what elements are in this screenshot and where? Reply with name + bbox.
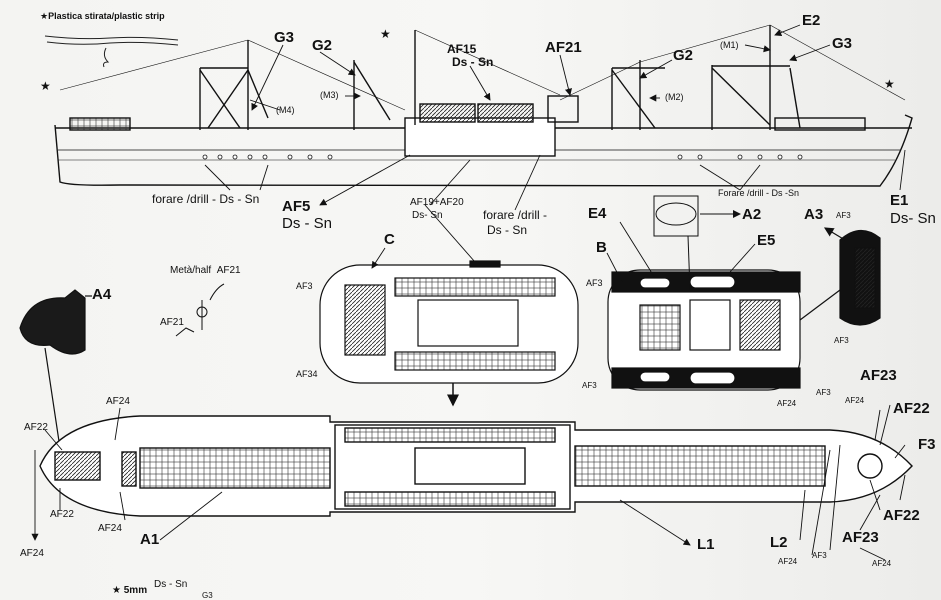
label-af24-bottom: AF24 xyxy=(98,523,122,534)
label-a4: A4 xyxy=(92,286,112,303)
deck-detail-c xyxy=(319,260,579,384)
label-af22-r-low: AF22 xyxy=(883,507,920,524)
label-af3-r2: AF3 xyxy=(812,551,827,560)
label-m1: (M1) xyxy=(720,40,739,50)
label-e4: E4 xyxy=(588,205,607,222)
star-mid: ★ xyxy=(380,27,391,41)
label-af24-r3: AF24 xyxy=(778,557,798,566)
label-af3-bottom-left: AF3 xyxy=(582,381,597,390)
side-view-hull xyxy=(54,24,913,187)
side-view-leaders xyxy=(204,24,906,211)
label-af3-left: AF3 xyxy=(296,281,313,291)
label-g3-left: G3 xyxy=(274,29,295,46)
label-m2: (M2) xyxy=(665,92,684,102)
star-left: ★ xyxy=(40,79,51,93)
plan-view-hull xyxy=(39,415,913,517)
label-af15-sub: Ds - Sn xyxy=(452,55,494,69)
label-af24-top: AF24 xyxy=(106,396,130,407)
label-af21-top: AF21 xyxy=(545,39,582,56)
label-af3-right: AF3 xyxy=(834,336,849,345)
label-af19: AF19+AF20 xyxy=(410,197,464,208)
a4-part xyxy=(19,289,92,449)
label-af21-small: AF21 xyxy=(160,317,184,328)
label-af3-top: AF3 xyxy=(836,211,851,220)
label-e1: E1 xyxy=(890,192,909,209)
label-b: B xyxy=(596,239,607,256)
label-af5: AF5 xyxy=(282,198,311,215)
label-f3: F3 xyxy=(918,436,936,453)
label-e5: E5 xyxy=(757,232,776,249)
label-e1-sub: Ds- Sn xyxy=(890,210,936,227)
label-drill-left: forare /drill - Ds - Sn xyxy=(152,192,260,206)
a2-detail xyxy=(653,195,741,291)
label-g2-right: G2 xyxy=(673,47,694,64)
label-a2: A2 xyxy=(742,206,762,223)
label-m4: (M4) xyxy=(276,105,295,115)
label-l1: L1 xyxy=(697,536,715,553)
label-af34: AF34 xyxy=(296,369,318,379)
label-a3: A3 xyxy=(804,206,824,223)
label-af15: AF15 xyxy=(447,42,477,56)
label-half: Metà/half AF21 xyxy=(170,265,241,276)
footer-note: ★ 5mm xyxy=(112,585,148,596)
plastic-strip-sample xyxy=(44,35,179,68)
label-af22-left: AF22 xyxy=(24,422,48,433)
label-g2-left: G2 xyxy=(312,37,333,54)
label-drill-mid: forare /drill - xyxy=(483,208,548,222)
label-c: C xyxy=(384,231,395,248)
label-af23-top: AF23 xyxy=(860,367,897,384)
label-af3-r: AF3 xyxy=(816,388,831,397)
label-drill-right: Forare /drill - Ds -Sn xyxy=(718,188,800,198)
half-mast-detail xyxy=(175,283,225,337)
footer-ds: Ds - Sn xyxy=(154,579,188,590)
label-g3-right: G3 xyxy=(832,35,853,52)
label-af22-lower: AF22 xyxy=(50,509,74,520)
plan-view-leaders xyxy=(31,404,906,561)
label-drill-mid-sub: Ds - Sn xyxy=(487,223,528,237)
label-af24-r4: AF24 xyxy=(872,559,892,568)
star-right: ★ xyxy=(884,77,895,91)
label-af23-low: AF23 xyxy=(842,529,879,546)
label-af24-r: AF24 xyxy=(777,399,797,408)
label-l2: L2 xyxy=(770,534,788,551)
label-af24-left: AF24 xyxy=(20,548,44,559)
label-af22-r: AF22 xyxy=(893,400,930,417)
deck-detail-b xyxy=(607,269,801,391)
label-af24-r2: AF24 xyxy=(845,396,865,405)
label-m3: (M3) xyxy=(320,90,339,100)
label-af19-sub: Ds- Sn xyxy=(412,210,443,221)
footer-g: G3 xyxy=(202,591,213,600)
label-a1: A1 xyxy=(140,531,160,548)
label-af3-b: AF3 xyxy=(586,278,603,288)
label-e2: E2 xyxy=(802,12,821,29)
label-af5-sub: Ds - Sn xyxy=(282,215,333,232)
plastic-strip-note: ★Plastica stirata/plastic strip xyxy=(40,11,165,21)
a3-part xyxy=(799,227,881,326)
